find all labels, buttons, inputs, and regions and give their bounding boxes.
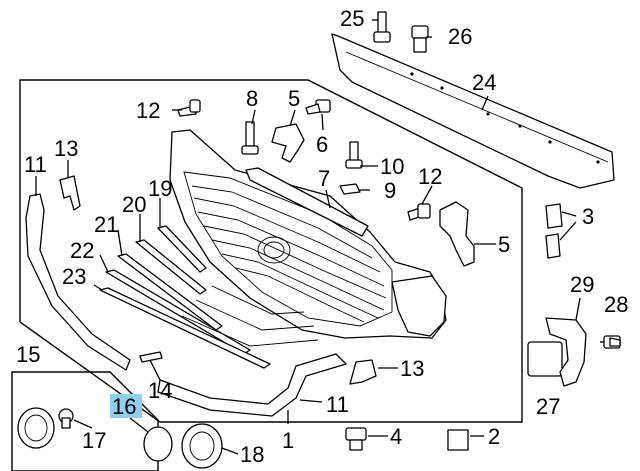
upper-cover-edge — [345, 51, 609, 163]
callout-14: 14 — [148, 378, 172, 403]
callout-17: 17 — [82, 428, 106, 453]
bolt-28 — [603, 335, 621, 349]
emblem-base-18 — [181, 423, 223, 469]
nut-26 — [411, 25, 429, 53]
clip-4 — [345, 427, 367, 451]
callout-11-bottom: 11 — [326, 392, 349, 417]
bolt-25 — [373, 11, 391, 43]
callout-27: 27 — [536, 394, 560, 419]
assembly-frame — [19, 79, 523, 423]
upper-cover-holes — [410, 72, 600, 164]
callout-25: 25 — [340, 6, 364, 31]
upper-cover-panel — [331, 33, 615, 189]
bracket-5-right — [439, 201, 475, 267]
callout-13-lower: 13 — [400, 356, 424, 381]
callout-18: 18 — [240, 442, 264, 467]
callout-4: 4 — [390, 424, 402, 449]
bracket-3-lower — [545, 233, 561, 259]
clip-9 — [339, 183, 361, 195]
callout-2: 2 — [488, 424, 500, 449]
sensor-bracket-29 — [545, 317, 587, 387]
grille-strips — [99, 225, 271, 369]
callout-21: 21 — [94, 212, 118, 237]
callout-23: 23 — [62, 264, 86, 289]
bolt-6 — [305, 99, 331, 115]
emblem-mount-inner — [263, 241, 285, 259]
callout-10: 10 — [380, 154, 404, 179]
callout-13-upper: 13 — [54, 136, 78, 161]
callout-26: 26 — [448, 24, 472, 49]
bracket-13-lower — [349, 359, 377, 385]
callout-labels: 1 2 3 4 5 5 6 7 8 9 10 11 11 12 12 13 13… — [16, 6, 628, 467]
callout-12-right: 12 — [418, 164, 442, 189]
clip-17 — [58, 408, 74, 429]
front-emblem-inner — [24, 414, 48, 442]
callout-5-upper: 5 — [288, 86, 300, 111]
callout-29: 29 — [570, 272, 594, 297]
grille-side-bracket — [391, 275, 447, 337]
callout-1: 1 — [282, 428, 294, 453]
front-emblem — [17, 407, 55, 449]
bolt-12-upper — [177, 99, 201, 117]
bracket-5-upper — [271, 123, 305, 163]
callout-20: 20 — [122, 192, 146, 217]
callout-11-left: 11 — [24, 152, 47, 177]
emblem-base-16 — [143, 426, 173, 462]
outer-molding-left — [25, 193, 131, 371]
callout-9: 9 — [384, 178, 396, 203]
grille-slats — [191, 185, 387, 323]
callout-5-right: 5 — [498, 232, 510, 257]
callout-3: 3 — [582, 204, 594, 229]
callout-19: 19 — [148, 176, 172, 201]
callout-15: 15 — [16, 342, 40, 367]
lower-slats — [181, 285, 319, 347]
leader-lines — [35, 19, 604, 455]
reinforcement-bar — [245, 167, 369, 237]
callout-8: 8 — [246, 86, 258, 111]
callout-16: 16 — [112, 394, 136, 419]
callout-12-upper: 12 — [136, 98, 160, 123]
bracket-2 — [447, 429, 469, 451]
callout-6: 6 — [316, 132, 328, 157]
clip-14 — [139, 351, 163, 363]
callout-24: 24 — [472, 70, 496, 95]
callout-28: 28 — [604, 292, 628, 317]
outer-molding-bottom — [157, 353, 347, 417]
bolt-8 — [241, 121, 259, 155]
callout-22: 22 — [70, 238, 94, 263]
bolt-12-right — [407, 203, 431, 221]
bracket-3-upper — [545, 203, 563, 229]
emblem-mount-ring — [257, 236, 291, 264]
callout-16-highlight — [110, 394, 142, 418]
sensor-27 — [527, 341, 563, 377]
bolt-10 — [345, 141, 363, 169]
emblem-base-18-inner — [189, 431, 215, 461]
bracket-13-left — [59, 175, 81, 211]
callout-7: 7 — [318, 166, 330, 191]
